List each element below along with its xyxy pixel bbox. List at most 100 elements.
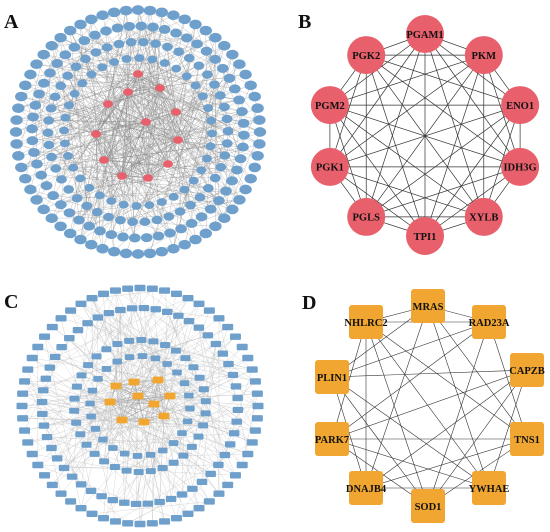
network-edge xyxy=(109,401,155,405)
gene-node xyxy=(173,47,185,56)
network-edge xyxy=(80,24,87,206)
network-edge xyxy=(121,139,179,177)
gene-node xyxy=(36,398,48,406)
network-edge xyxy=(365,438,528,489)
network-edge xyxy=(94,35,179,141)
gene-node xyxy=(81,441,92,448)
gene-node xyxy=(196,166,207,175)
gene-node xyxy=(201,70,213,79)
network-edge xyxy=(145,121,179,141)
gene-node xyxy=(202,154,213,163)
gene-node xyxy=(51,58,63,68)
network-edge xyxy=(329,104,367,218)
gene-node xyxy=(122,285,134,292)
gene-node xyxy=(177,430,187,437)
gene-node xyxy=(239,69,252,80)
gene-node xyxy=(37,49,50,60)
network-edge xyxy=(107,103,169,165)
network-edge xyxy=(175,111,202,171)
network-edge xyxy=(159,87,177,113)
gene-node xyxy=(239,184,252,195)
gene-node xyxy=(37,204,50,215)
network-edge xyxy=(201,59,216,171)
hub-gene-node xyxy=(315,422,349,456)
gene-node xyxy=(54,32,67,43)
network-edge xyxy=(51,156,237,171)
gene-node xyxy=(234,154,247,164)
gene-node xyxy=(221,114,233,124)
network-edge xyxy=(427,305,528,440)
network-edge xyxy=(106,368,159,381)
network-edge xyxy=(18,93,75,109)
network-edge xyxy=(169,395,183,434)
gene-node xyxy=(170,347,181,354)
gene-node xyxy=(75,481,87,488)
gene-node xyxy=(134,520,146,528)
panel-d-nodes: MRASRAD23ACAPZBTNS1YWHAESOD1DNAJB4PARK7P… xyxy=(315,289,545,523)
gene-node xyxy=(89,30,101,40)
gene-node xyxy=(162,361,172,367)
gene-node xyxy=(236,343,248,351)
network-edge xyxy=(103,159,202,171)
gene-node xyxy=(168,192,179,201)
network-edge xyxy=(137,73,177,113)
gene-node xyxy=(242,354,254,362)
gene-node xyxy=(75,504,87,512)
hub-gene-node xyxy=(141,118,151,126)
gene-node xyxy=(119,5,133,16)
network-edge xyxy=(427,321,490,507)
gene-node xyxy=(85,239,98,250)
gene-node xyxy=(90,48,102,57)
gene-node xyxy=(55,81,67,91)
gene-node xyxy=(183,318,195,325)
gene-node xyxy=(73,215,85,225)
network-edge xyxy=(80,121,147,179)
gene-node xyxy=(89,450,100,457)
gene-node xyxy=(170,28,182,38)
gene-node xyxy=(232,394,243,402)
network-edge xyxy=(178,19,185,52)
network-edge xyxy=(129,315,179,358)
gene-node xyxy=(252,402,264,410)
gene-node xyxy=(170,515,182,522)
gene-node xyxy=(86,295,98,302)
hub-gene-node xyxy=(133,70,143,78)
gene-node xyxy=(237,118,250,128)
gene-node xyxy=(213,490,225,497)
gene-node xyxy=(68,163,79,172)
gene-node xyxy=(96,10,109,21)
network-edge xyxy=(198,327,219,465)
network-edge xyxy=(145,121,149,179)
gene-node xyxy=(86,70,97,79)
gene-node xyxy=(43,116,55,125)
network-edge xyxy=(103,121,147,161)
network-edge xyxy=(424,33,485,218)
gene-node xyxy=(115,216,126,225)
gene-node xyxy=(65,498,77,505)
network-edge xyxy=(103,455,138,519)
gene-node xyxy=(40,181,53,191)
network-edge xyxy=(153,379,159,405)
gene-node xyxy=(206,129,217,138)
gene-node xyxy=(182,510,194,517)
hub-gene-node xyxy=(349,305,383,339)
network-edge xyxy=(85,58,147,123)
network-edge xyxy=(112,413,206,501)
network-edge xyxy=(167,139,179,165)
gene-node xyxy=(54,221,67,232)
gene-node xyxy=(179,380,190,387)
gene-node xyxy=(143,248,157,259)
network-edge xyxy=(188,346,243,396)
network-edge xyxy=(366,166,521,218)
network-edge xyxy=(176,343,217,519)
network-edge xyxy=(198,436,248,455)
gene-node xyxy=(111,23,124,33)
network-edge xyxy=(99,91,129,196)
gene-node xyxy=(184,392,194,399)
gene-node xyxy=(107,497,119,504)
gene-node xyxy=(91,353,102,360)
gene-node xyxy=(157,465,168,472)
network-edge xyxy=(24,381,92,417)
network-edge xyxy=(366,54,521,106)
hub-gene-node xyxy=(406,15,444,53)
